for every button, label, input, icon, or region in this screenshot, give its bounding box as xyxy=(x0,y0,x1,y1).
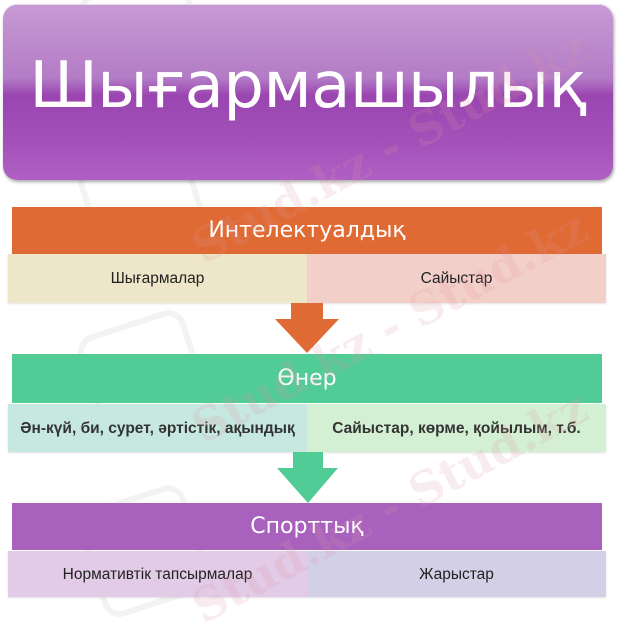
section-header-label: Спорттық xyxy=(250,514,364,539)
diagram-title: Шығармашылық xyxy=(29,49,587,123)
arrow-down-icon xyxy=(275,303,339,353)
arrow-down-icon xyxy=(277,452,338,503)
section-header-art: Өнер xyxy=(12,354,602,403)
section-item: Шығармалар xyxy=(8,254,307,303)
section-items-sport: Нормативтік тапсырмалар Жарыстар xyxy=(8,551,606,597)
section-item: Сайыстар xyxy=(307,254,606,303)
section-header-label: Интелектуалдық xyxy=(208,218,406,243)
section-header-intellectual: Интелектуалдық xyxy=(12,207,602,254)
section-items-art: Ән-күй, би, сурет, әртістік, ақындық Сай… xyxy=(8,404,606,452)
section-header-label: Өнер xyxy=(277,366,337,391)
section-item: Сайыстар, көрме, қойылым, т.б. xyxy=(307,404,606,452)
section-item: Нормативтік тапсырмалар xyxy=(8,551,307,597)
section-header-sport: Спорттық xyxy=(12,503,602,550)
section-items-intellectual: Шығармалар Сайыстар xyxy=(8,254,606,303)
section-item: Жарыстар xyxy=(307,551,606,597)
section-item: Ән-күй, би, сурет, әртістік, ақындық xyxy=(8,404,307,452)
title-box: Шығармашылық xyxy=(3,4,613,180)
